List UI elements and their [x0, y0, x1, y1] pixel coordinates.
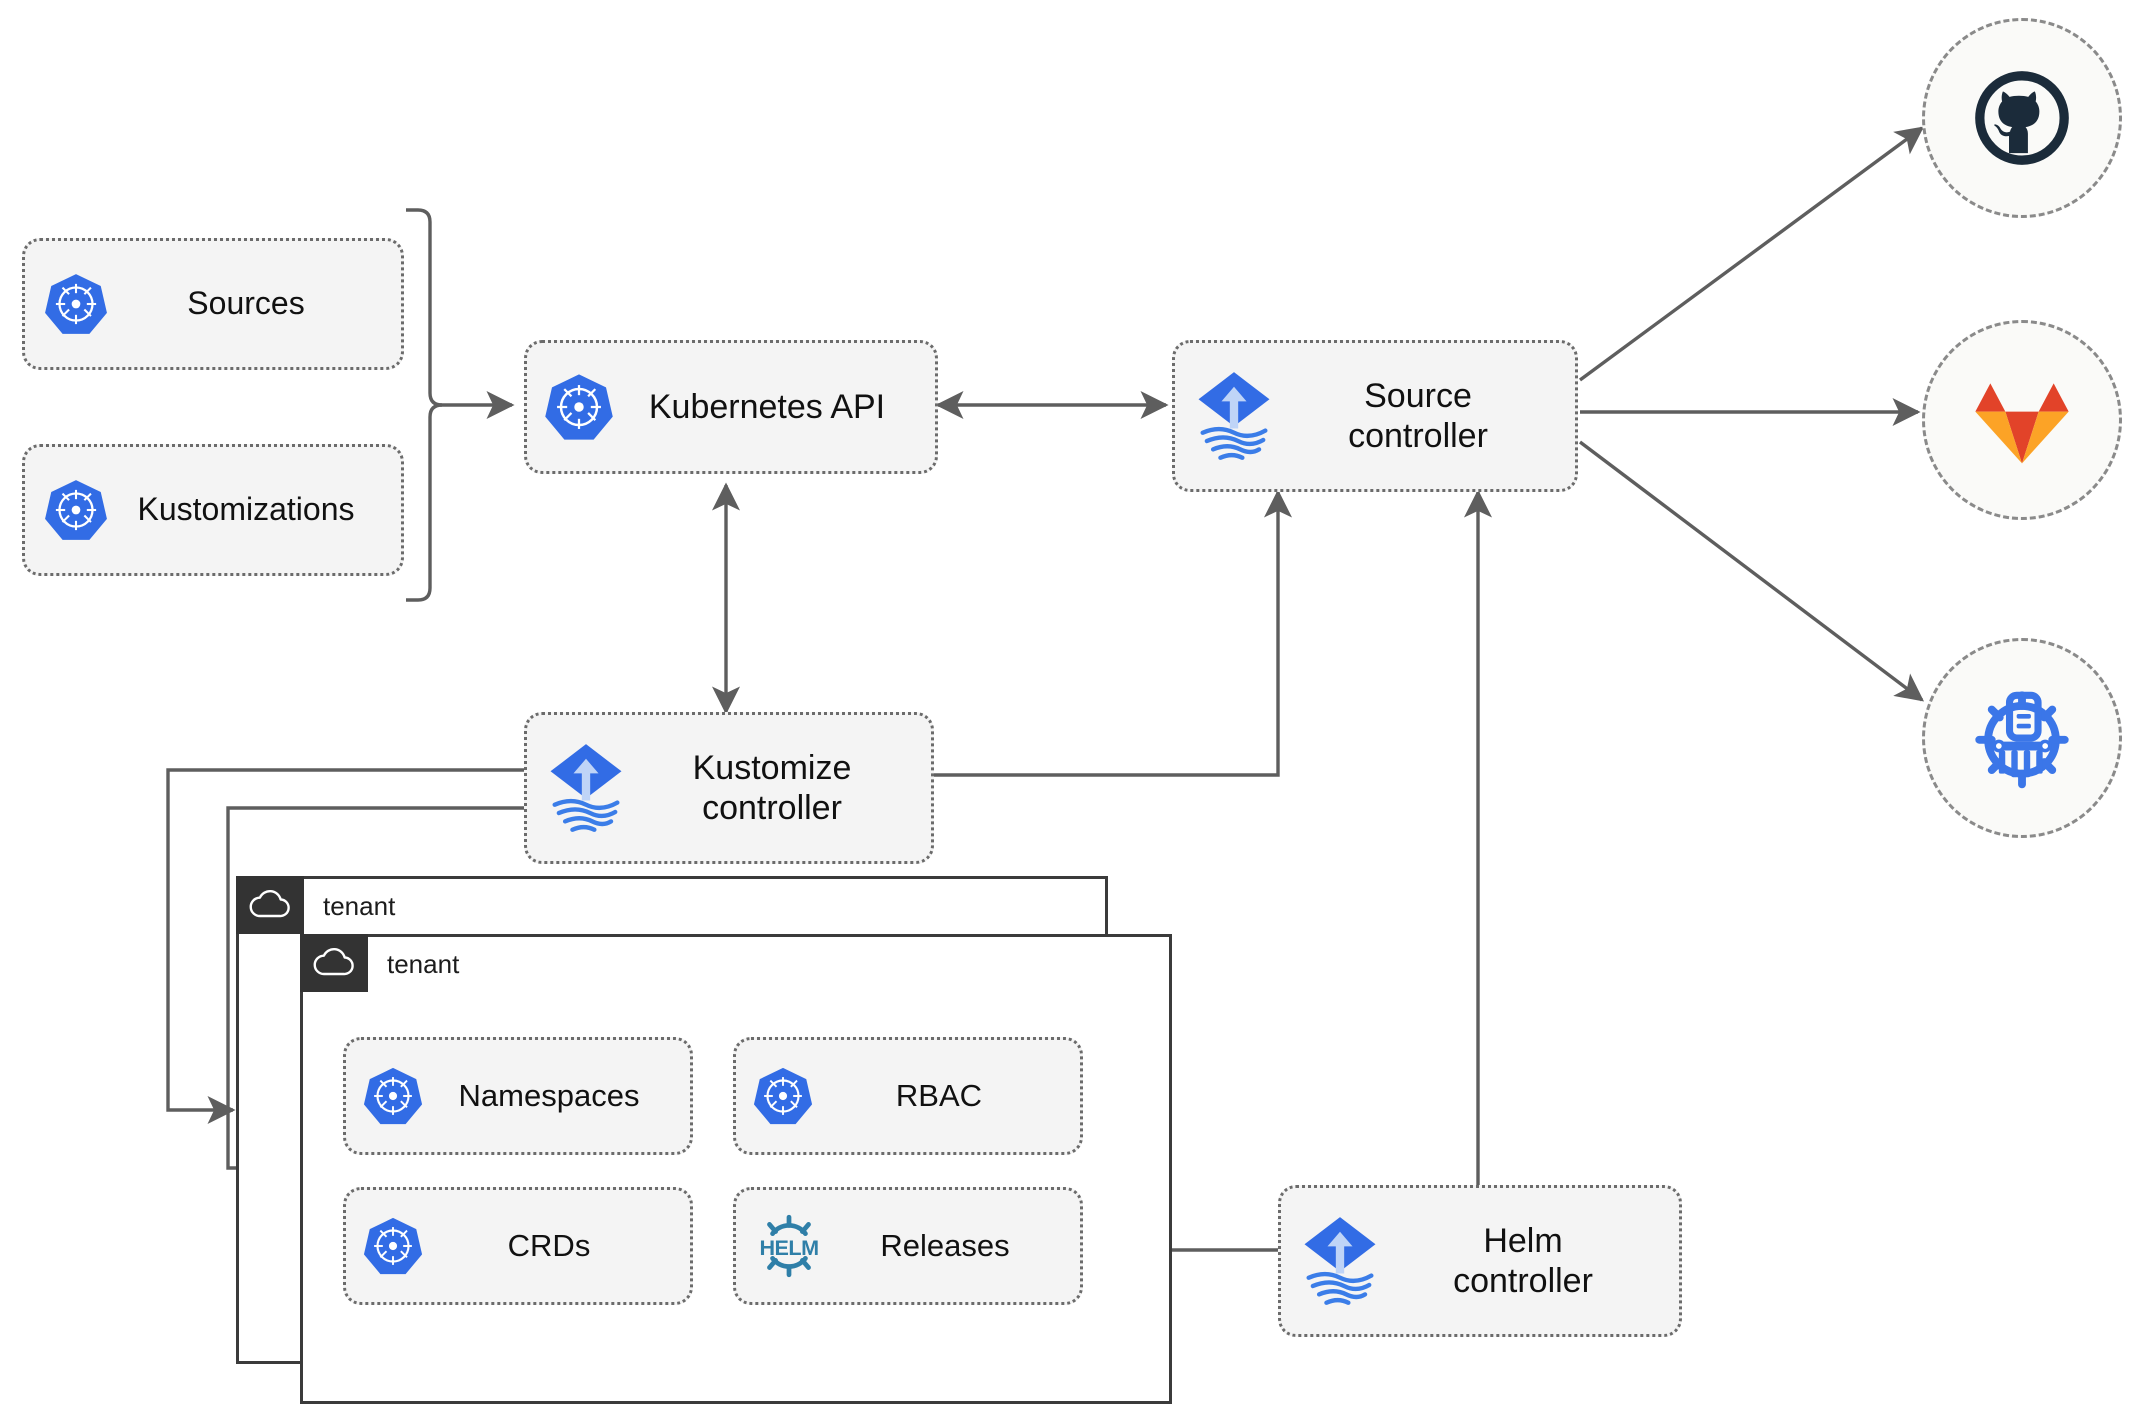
cloud-icon	[236, 876, 304, 934]
cloud-icon	[300, 934, 368, 992]
sources-group-bracket	[406, 208, 443, 602]
node-rbac[interactable]: RBAC	[733, 1037, 1083, 1155]
node-crds-label: CRDs	[507, 1227, 591, 1263]
connector-source-to-helm-registry	[1578, 440, 1925, 702]
kubernetes-icon	[362, 1215, 424, 1277]
tenant-label-outer: tenant	[323, 891, 396, 921]
tenant-label-inner: tenant	[387, 949, 460, 979]
kubernetes-icon	[543, 371, 615, 443]
node-source-controller-label: Source controller	[1348, 376, 1488, 455]
flux-icon	[1191, 368, 1277, 464]
flux-icon	[1297, 1213, 1383, 1309]
node-kubernetes-api[interactable]: Kubernetes API	[524, 340, 938, 474]
node-kustomizations-label: Kustomizations	[137, 491, 355, 528]
node-namespaces-label: Namespaces	[458, 1077, 640, 1113]
node-source-controller[interactable]: Source controller	[1172, 340, 1578, 492]
kubernetes-icon	[362, 1065, 424, 1127]
helm-registry-icon	[1975, 691, 2069, 789]
node-kubernetes-api-label: Kubernetes API	[648, 387, 886, 426]
node-kustomize-controller-label: Kustomize controller	[692, 748, 852, 827]
kubernetes-icon	[752, 1065, 814, 1127]
gitlab-icon	[1975, 383, 2069, 464]
node-rbac-label: RBAC	[895, 1077, 983, 1113]
node-releases[interactable]: HELM Releases	[733, 1187, 1083, 1305]
kubernetes-icon	[43, 477, 109, 543]
node-kustomizations[interactable]: Kustomizations	[22, 444, 404, 576]
node-sources-label: Sources	[187, 285, 305, 322]
github-icon	[1975, 71, 2069, 165]
provider-gitlab[interactable]	[1922, 320, 2122, 520]
provider-github[interactable]	[1922, 18, 2122, 218]
node-sources[interactable]: Sources	[22, 238, 404, 370]
node-helm-controller[interactable]: Helm controller	[1278, 1185, 1682, 1337]
node-helm-controller-label: Helm controller	[1453, 1221, 1593, 1300]
node-kustomize-controller[interactable]: Kustomize controller	[524, 712, 934, 864]
node-releases-label: Releases	[880, 1227, 1010, 1263]
tenant-container-inner[interactable]: tenant	[300, 934, 1172, 1404]
connector-source-to-github	[1578, 126, 1925, 382]
connector-kustomize-to-source	[934, 489, 1293, 777]
kubernetes-icon	[43, 271, 109, 337]
provider-helm-registry[interactable]	[1922, 638, 2122, 838]
flux-icon	[543, 740, 629, 836]
node-crds[interactable]: CRDs	[343, 1187, 693, 1305]
helm-icon: HELM	[752, 1212, 826, 1280]
svg-text:HELM: HELM	[759, 1235, 818, 1260]
node-namespaces[interactable]: Namespaces	[343, 1037, 693, 1155]
